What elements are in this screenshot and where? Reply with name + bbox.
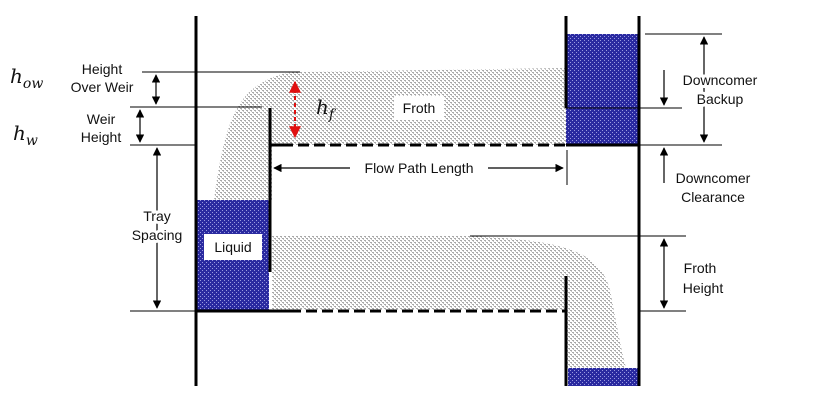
flow-path-length-label: Flow Path Length <box>365 160 474 176</box>
lower-downcomer-liquid <box>568 368 639 386</box>
lower-froth <box>272 236 626 368</box>
downcomer-backup-label-2: Backup <box>697 91 744 107</box>
froth-height-label-2: Height <box>683 280 724 296</box>
liquid-label-box <box>204 234 262 260</box>
froth-height-label-1: Froth <box>684 260 717 276</box>
froth-label: Froth <box>403 100 436 116</box>
how-symbol: how <box>10 64 43 92</box>
flow-path-label-box <box>350 158 488 178</box>
downcomer-clearance-label-1: Downcomer <box>676 170 751 186</box>
tray-spacing-label-1: Tray <box>143 208 170 224</box>
weir-height-label-1: Weir <box>87 111 116 127</box>
hw-symbol: hw <box>13 121 38 149</box>
tray-spacing-label-2: Spacing <box>132 227 183 243</box>
upper-froth <box>196 68 566 200</box>
downcomer-clearance-label-2: Clearance <box>681 189 745 205</box>
height-over-weir-label-2: Over Weir <box>71 79 134 95</box>
weir-height-label-2: Height <box>81 129 122 145</box>
froth-label-box <box>394 96 444 120</box>
upper-downcomer-liquid <box>566 34 639 145</box>
downcomer-backup-label-1: Downcomer <box>683 72 758 88</box>
hf-symbol: hf <box>316 95 337 123</box>
liquid-label: Liquid <box>214 239 251 255</box>
height-over-weir-label-1: Height <box>82 61 123 77</box>
